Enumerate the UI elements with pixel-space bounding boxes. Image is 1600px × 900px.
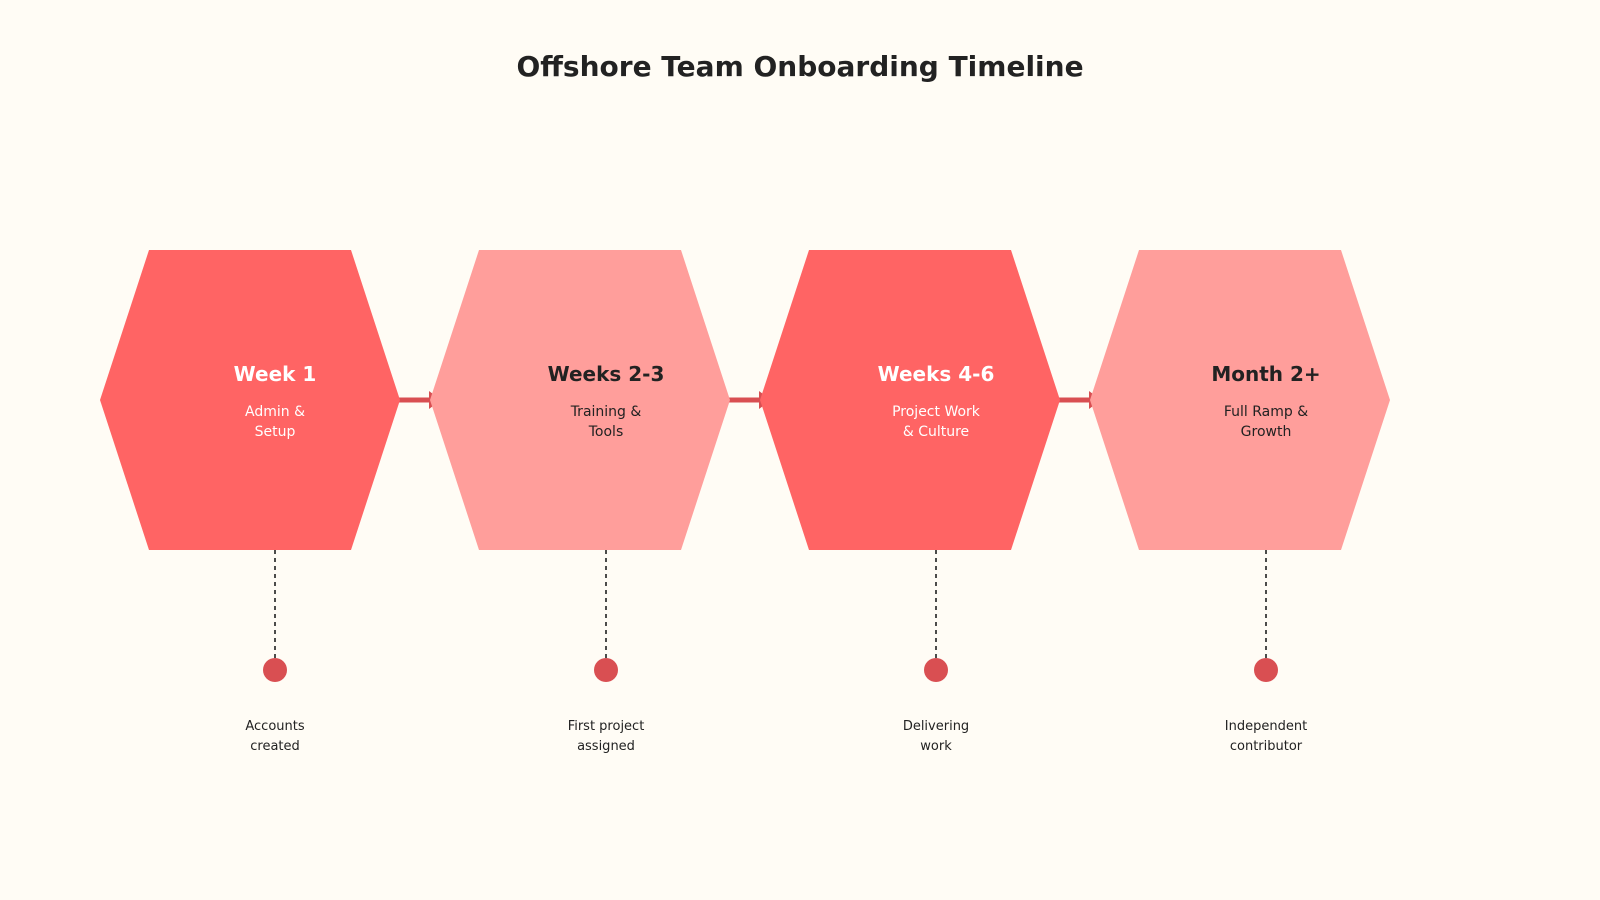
page-title: Offshore Team Onboarding Timeline <box>516 50 1084 83</box>
phase-hexagon <box>430 250 730 550</box>
phase-4: Month 2+ Full Ramp & Growth <box>1090 250 1390 550</box>
milestone-dot <box>1254 658 1278 682</box>
milestone-2: First project assigned <box>568 550 645 754</box>
milestone-1: Accounts created <box>245 550 305 754</box>
phase-subtitle: & Culture <box>903 424 969 440</box>
milestones: Accounts created First project assigned Deli… <box>245 550 1307 754</box>
milestone-label: Independent <box>1225 719 1307 734</box>
phase-title: Month 2+ <box>1211 362 1320 386</box>
milestone-dot <box>924 658 948 682</box>
phase-1: Week 1 Admin & Setup <box>100 250 400 550</box>
milestone-3: Delivering work <box>903 550 969 754</box>
milestone-label: work <box>920 739 952 754</box>
phase-title: Weeks 2-3 <box>548 362 665 386</box>
milestone-4: Independent contributor <box>1225 550 1307 754</box>
phase-subtitle: Full Ramp & <box>1224 404 1308 420</box>
milestone-label: Accounts <box>245 719 304 734</box>
milestone-label: Delivering <box>903 719 969 734</box>
milestone-dot <box>594 658 618 682</box>
milestone-label: contributor <box>1230 739 1303 754</box>
phase-hexagon <box>100 250 400 550</box>
phase-title: Weeks 4-6 <box>878 362 995 386</box>
phase-subtitle: Admin & <box>245 404 305 420</box>
phase-subtitle: Setup <box>255 424 296 440</box>
phase-subtitle: Growth <box>1241 424 1292 440</box>
phase-subtitle: Project Work <box>892 404 981 420</box>
milestone-label: assigned <box>577 739 635 754</box>
phase-hexagon <box>760 250 1060 550</box>
phase-hexagon <box>1090 250 1390 550</box>
phase-subtitle: Training & <box>570 404 642 420</box>
phase-title: Week 1 <box>234 362 317 386</box>
milestone-label: First project <box>568 719 645 734</box>
milestone-label: created <box>250 739 300 754</box>
phase-subtitle: Tools <box>588 424 624 440</box>
milestone-dot <box>263 658 287 682</box>
